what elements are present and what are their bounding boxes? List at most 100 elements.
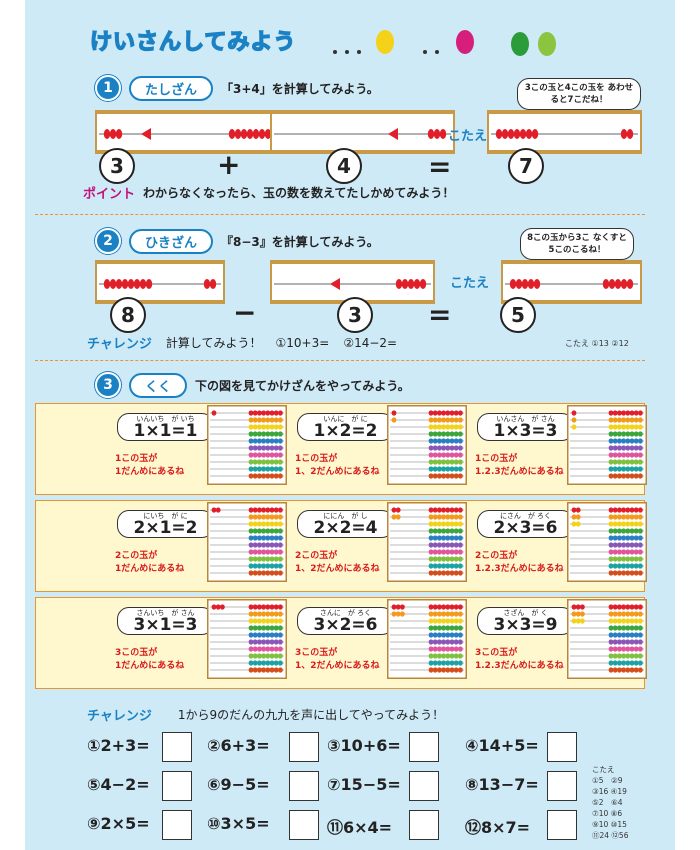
kuku-caption-line1: 3この玉が <box>475 648 518 658</box>
divider-2 <box>35 360 645 361</box>
point-text: わからなくなったら、玉の数を数えてたしかめてみよう！ <box>143 186 455 200</box>
operand-b: 4 <box>326 148 362 184</box>
abacus-1c <box>485 108 644 154</box>
kuku-abacus <box>207 502 287 582</box>
drill-question: ②6+3= <box>207 736 270 755</box>
drill-question: ⑥9−5= <box>207 775 270 794</box>
kuku-abacus <box>207 405 287 485</box>
drill-answer-box[interactable] <box>547 732 577 762</box>
speech-bubble-2: 8この玉から3こ なくすと5このこるね！ <box>520 228 634 260</box>
kuku-caption-line1: 1この玉が <box>295 454 338 464</box>
kuku-caption-line2: 1.2.3だんめにあるね <box>475 661 564 671</box>
kuku-reading: いんに が に <box>323 415 368 423</box>
abacus-2a <box>93 258 227 304</box>
abacus-1b <box>268 108 457 154</box>
drill-answer-box[interactable] <box>547 771 577 801</box>
drill-answer-box[interactable] <box>409 732 439 762</box>
kuku-equation: 2×3=6 <box>493 518 558 538</box>
kuku-abacus <box>387 405 467 485</box>
kuku-equation: 2×1=2 <box>133 518 198 538</box>
answer-line: ⑨10 ⑩15 <box>592 820 627 829</box>
page-title: けいさんしてみよう <box>89 29 297 56</box>
drill-question: ⑪6×4= <box>327 818 393 837</box>
answer-circle: 5 <box>500 297 536 333</box>
drill-question: ①2+3= <box>87 736 150 755</box>
kuku-caption-line2: 1.2.3だんめにあるね <box>475 564 564 574</box>
kuku-caption-line2: 1だんめにあるね <box>115 564 185 574</box>
challenge-q2: ②14−2= <box>343 335 398 350</box>
divider-1 <box>35 214 645 215</box>
drill-answer-box[interactable] <box>289 732 319 762</box>
drill-question: ⑩3×5= <box>207 814 270 833</box>
operand-a: 8 <box>110 297 146 333</box>
drill-question: ⑨2×5= <box>87 814 150 833</box>
kuku-equation: 3×2=6 <box>313 615 378 635</box>
section2-instruction: 『8−3』を計算してみよう。 <box>221 234 379 249</box>
section2-header: 2 ひきざん 『8−3』を計算してみよう。 <box>95 228 379 254</box>
drill-question: ⑧13−7= <box>465 775 539 794</box>
abacus-drawing <box>93 260 227 304</box>
kuku-caption-line1: 3この玉が <box>115 648 158 658</box>
kuku-equation: 2×2=4 <box>313 518 378 538</box>
answer-line: ⑤2 ⑥4 <box>592 798 623 807</box>
drill-question: ⑦15−5= <box>327 775 401 794</box>
section1-header: 1 たしざん 「3+4」を計算してみよう。 <box>95 75 379 101</box>
drill-answer-box[interactable] <box>547 810 577 840</box>
kuku-caption-line2: 1.2.3だんめにあるね <box>475 467 564 477</box>
drill-answers: こたえ ①5 ②9 ③16 ④19 ⑤2 ⑥4 ⑦10 ⑧6 ⑨10 ⑩15 ⑪… <box>592 764 628 841</box>
challenge-q1: ①10+3= <box>275 335 330 350</box>
drill-answer-box[interactable] <box>162 732 192 762</box>
kuku-caption: 3この玉が 1.2.3だんめにあるね <box>475 647 564 673</box>
kuku-reading: さざん が く <box>503 609 548 617</box>
bird-decoration <box>333 30 556 56</box>
drill-answer-box[interactable] <box>289 771 319 801</box>
drill-answer-box[interactable] <box>409 771 439 801</box>
kuku-caption-line1: 3この玉が <box>295 648 338 658</box>
kuku-reading: にいち が に <box>143 512 188 520</box>
section1-label: たしざん <box>129 75 214 101</box>
challenge-row-2: チャレンジ 1から9のだんの九九を声に出してやってみよう！ <box>87 705 444 724</box>
drill-answer-box[interactable] <box>162 810 192 840</box>
kuku-equation: 3×1=3 <box>133 615 198 635</box>
section1-instruction: 「3+4」を計算してみよう。 <box>221 81 379 96</box>
kuku-equation: 3×3=9 <box>493 615 558 635</box>
abacus-drawing <box>485 110 644 154</box>
kuku-abacus <box>567 599 647 679</box>
speech-bubble-1: 3この玉と4この玉を あわせると7こだね！ <box>517 78 641 110</box>
challenge-label: チャレンジ <box>87 337 152 352</box>
answer-label: こたえ <box>450 276 490 291</box>
kuku-reading: ににん が し <box>323 512 368 520</box>
answer-label: こたえ <box>448 129 488 144</box>
kuku-caption-line2: 1、2だんめにあるね <box>295 467 380 477</box>
drill-answer-box[interactable] <box>289 810 319 840</box>
challenge-text: 計算してみよう！ <box>165 336 262 350</box>
kuku-caption-line1: 2この玉が <box>295 551 338 561</box>
minus-sign: − <box>233 296 257 329</box>
answer-circle: 7 <box>508 148 544 184</box>
operand-b: 3 <box>337 297 373 333</box>
kuku-abacus <box>567 502 647 582</box>
kuku-reading: いんさん が さん <box>496 415 555 423</box>
kuku-caption-line1: 1この玉が <box>115 454 158 464</box>
challenge-answers: こたえ ①13 ②12 <box>565 339 629 348</box>
section1-number: 1 <box>95 75 121 101</box>
drill-answer-box[interactable] <box>162 771 192 801</box>
answer-line: ①5 ②9 <box>592 776 623 785</box>
drill-answer-box[interactable] <box>409 810 439 840</box>
kuku-reading: さんに が ろく <box>319 609 372 617</box>
challenge-row-1: チャレンジ 計算してみよう！ ①10+3= ②14−2= <box>87 333 398 353</box>
abacus-1a <box>93 108 282 154</box>
drill-question: ③10+6= <box>327 736 401 755</box>
